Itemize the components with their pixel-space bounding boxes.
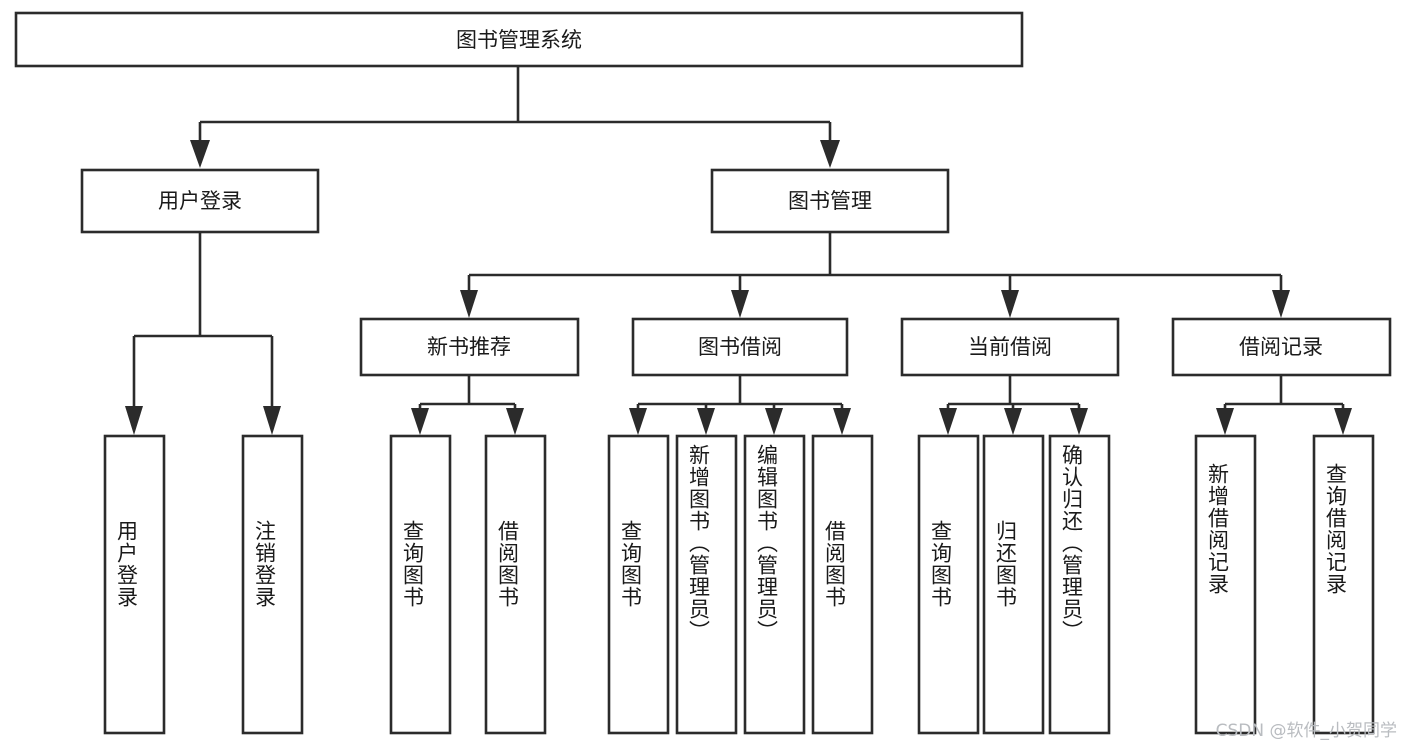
node-current-borrow-label: 当前借阅 xyxy=(968,335,1052,359)
arrow-to-leaf-borrow-book-1 xyxy=(506,408,524,435)
arrow-to-leaf-edit-book xyxy=(765,408,783,435)
arrow-to-leaf-add-book xyxy=(697,408,715,435)
leaf-box-add-record[interactable] xyxy=(1194,434,1257,735)
arrow-root-to-user-login xyxy=(190,140,210,168)
node-root-label: 图书管理系统 xyxy=(456,28,582,52)
arrow-to-borrow-record xyxy=(1272,290,1290,318)
leaf-box-query-record[interactable] xyxy=(1312,434,1375,735)
node-new-book-recommend-box[interactable] xyxy=(359,317,580,377)
arrow-to-leaf-logout-login xyxy=(263,406,281,435)
arrow-to-leaf-confirm-return xyxy=(1070,408,1088,435)
node-book-management-box[interactable] xyxy=(710,168,950,234)
arrow-to-leaf-query-record xyxy=(1334,408,1352,435)
node-new-book-recommend-label: 新书推荐 xyxy=(427,335,511,359)
arrow-to-leaf-query-book-1 xyxy=(411,408,429,435)
arrow-to-leaf-query-book-2 xyxy=(629,408,647,435)
leaf-box-query-book-3[interactable] xyxy=(917,434,980,735)
node-book-borrow-box[interactable] xyxy=(631,317,849,377)
leaf-box-return-book[interactable] xyxy=(982,434,1045,735)
arrow-to-leaf-return-book xyxy=(1004,408,1022,435)
arrow-to-leaf-query-book-3 xyxy=(939,408,957,435)
arrow-to-current-borrow xyxy=(1001,290,1019,318)
node-book-borrow-label: 图书借阅 xyxy=(698,335,782,359)
leaf-box-edit-book[interactable] xyxy=(743,434,806,735)
arrow-to-leaf-add-record xyxy=(1216,408,1234,435)
leaf-box-query-book-2[interactable] xyxy=(607,434,670,735)
connector-group xyxy=(125,66,1352,435)
leaf-box-logout-login[interactable] xyxy=(241,434,304,735)
node-root-box[interactable] xyxy=(14,11,1024,68)
leaf-box-borrow-book-1[interactable] xyxy=(484,434,547,735)
csdn-watermark: CSDN @软件_小贺同学 xyxy=(1215,721,1397,741)
arrow-to-book-borrow xyxy=(731,290,749,318)
node-current-borrow-box[interactable] xyxy=(900,317,1120,377)
node-borrow-record-box[interactable] xyxy=(1171,317,1392,377)
arrow-to-leaf-borrow-book-2 xyxy=(833,408,851,435)
arrow-to-leaf-user-login xyxy=(125,406,143,435)
node-borrow-record-label: 借阅记录 xyxy=(1239,335,1323,359)
node-user-login-label: 用户登录 xyxy=(158,189,242,213)
arrow-to-new-book-recommend xyxy=(460,290,478,318)
leaf-box-query-book-1[interactable] xyxy=(389,434,452,735)
leaf-box-user-login[interactable] xyxy=(103,434,166,735)
node-book-management-label: 图书管理 xyxy=(788,189,872,213)
arrow-root-to-book-management xyxy=(820,140,840,168)
leaf-box-confirm-return[interactable] xyxy=(1048,434,1111,735)
leaf-box-borrow-book-2[interactable] xyxy=(811,434,874,735)
leaf-box-add-book[interactable] xyxy=(675,434,738,735)
node-user-login-box[interactable] xyxy=(80,168,320,234)
